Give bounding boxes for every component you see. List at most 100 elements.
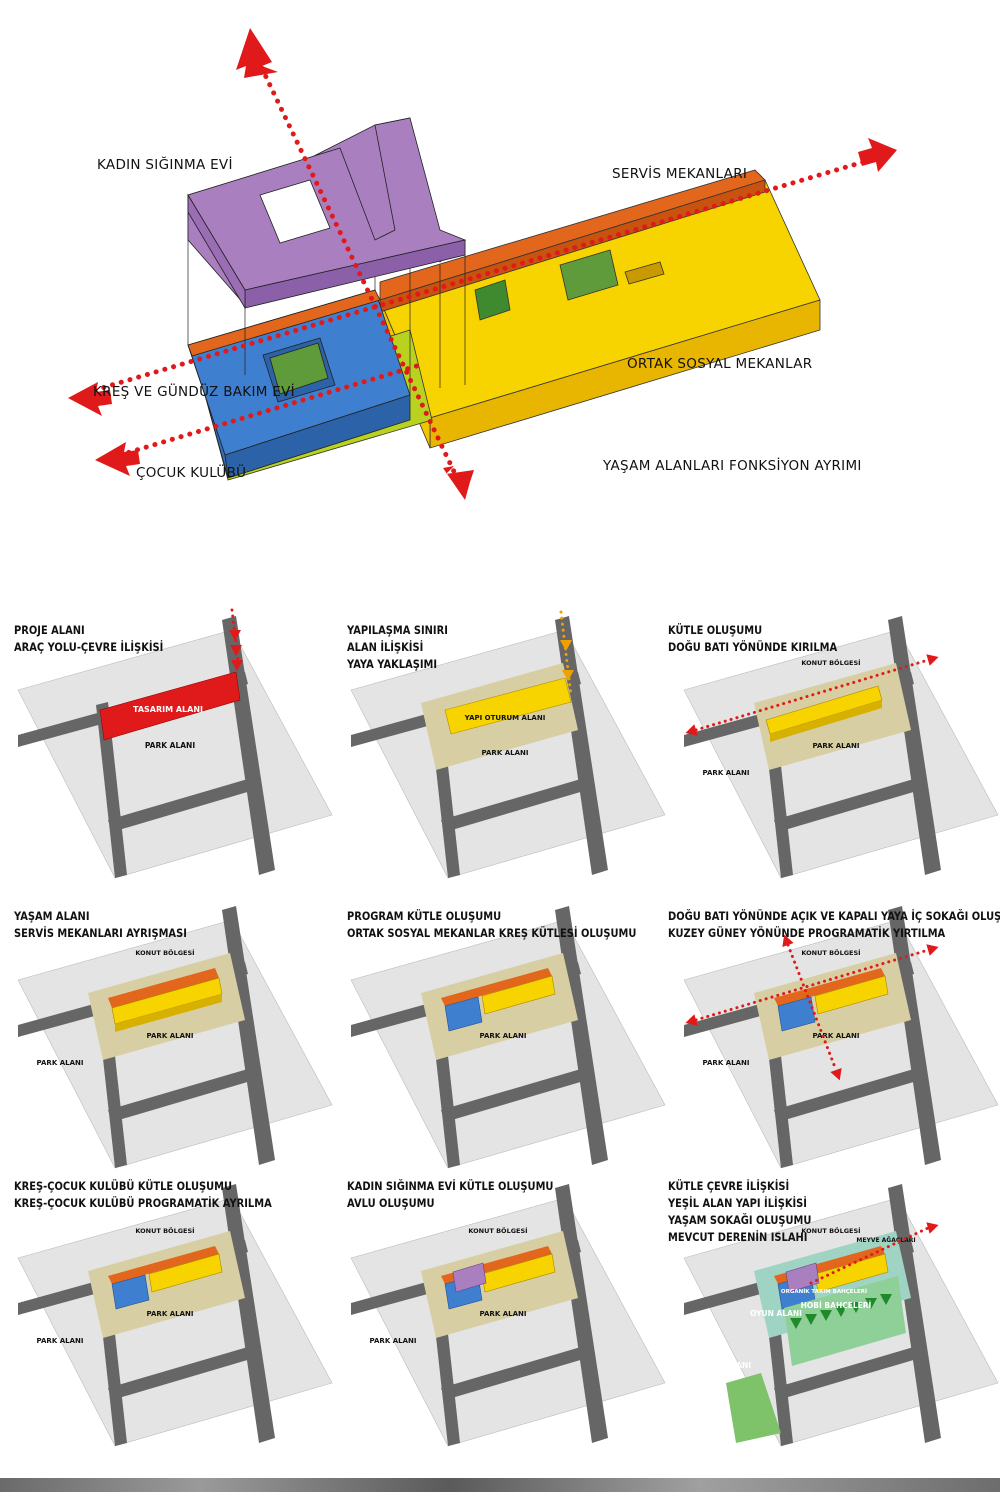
ortak-mass <box>481 1253 556 1293</box>
road-lower <box>441 1344 594 1400</box>
park-label: PARK ALANI <box>480 1032 527 1040</box>
north-south-axis <box>786 943 838 1072</box>
site-map: TASARIM ALANI PARK ALANI <box>17 608 333 879</box>
east-west-axis <box>694 948 930 1022</box>
panel-title-line: SERVİS MEKANLARI AYRIŞMASI <box>14 926 187 940</box>
panel-title-line: YAPILAŞMA SINIRI <box>347 623 448 637</box>
panel-title-line: KUZEY GÜNEY YÖNÜNDE PROGRAMATİK YIRTILMA <box>668 926 946 940</box>
pedestrian-arrow-icon <box>562 670 574 681</box>
park-label: PARK ALANI <box>813 1032 860 1040</box>
park-label-west: PARK ALANI <box>37 1059 84 1067</box>
tree-arrow-icon <box>835 1306 847 1317</box>
label-kres: KREŞ VE GÜNDÜZ BAKIM EVİ <box>93 384 295 400</box>
park-label-west: PARK ALANI <box>370 1337 417 1345</box>
panel-title-line: YEŞİL ALAN YAPI İLİŞKİSİ <box>668 1196 807 1210</box>
tree-arrow-icon <box>850 1302 862 1313</box>
hobi-label: HOBİ BAHÇELERİ <box>801 1301 872 1310</box>
panel-title-line: YAŞAM SOKAĞI OLUŞUMU <box>668 1213 812 1227</box>
service-strip <box>774 968 885 1006</box>
ortak-mass <box>481 975 556 1015</box>
footprint-label: YAPI OTURUM ALANI <box>464 714 546 722</box>
process-panel-1: TASARIM ALANI PARK ALANI PROJE ALANI ARAÇ Y… <box>0 600 334 880</box>
kadin-mass <box>785 1262 820 1293</box>
label-kadin: KADIN SIĞINMA EVİ <box>97 157 233 173</box>
park-label-west: PARK ALANI <box>37 1337 84 1345</box>
east-arrow-icon <box>926 1222 939 1234</box>
servis-mekanlari-strip <box>379 169 766 313</box>
tree-arrow-icon <box>805 1314 817 1325</box>
kres-mass <box>777 996 816 1032</box>
site-ground <box>17 919 333 1169</box>
east-west-axis <box>694 658 930 732</box>
kres-mass <box>111 1274 150 1310</box>
park-label: PARK ALANI <box>145 741 195 750</box>
service-strip <box>108 1246 219 1284</box>
road-vertical-east <box>222 906 275 1165</box>
road-vertical-east <box>555 1184 608 1443</box>
road-vertical-east <box>888 1184 941 1443</box>
panel-title-line: AVLU OLUŞUMU <box>347 1196 435 1210</box>
road-vertical-east <box>555 906 608 1165</box>
oyun-label: OYUN ALANI <box>750 1309 802 1318</box>
konut-label: KONUT BÖLGESİ <box>801 948 860 957</box>
panel-title-line: ARAÇ YOLU-ÇEVRE İLİŞKİSİ <box>14 640 164 654</box>
tree-arrow-icon <box>880 1294 892 1305</box>
kres-block <box>187 289 411 479</box>
south-arrow-icon <box>443 466 474 500</box>
park-label-west: PARK ALANI <box>703 769 750 777</box>
road-vertical-east <box>222 1184 275 1443</box>
arrow-heads <box>68 28 897 500</box>
panel-title: KÜTLE OLUŞUMU DOĞU BATI YÖNÜNDE KIRILMA <box>668 622 837 656</box>
west-arrow-icon-upper <box>68 382 112 416</box>
site-ground <box>17 629 333 879</box>
pedestrian-approach-line <box>559 610 573 697</box>
green-park-area <box>726 1373 781 1443</box>
park-label: PARK ALANI <box>813 742 860 750</box>
approach-arrow-icon <box>231 660 243 671</box>
footer-texture-strip <box>0 1478 1000 1492</box>
road-lower <box>441 776 594 832</box>
site-ground <box>350 1197 666 1447</box>
design-label: TASARIM ALANI <box>133 705 203 714</box>
park-label: PARK ALANI <box>480 1310 527 1318</box>
road-vertical-east <box>888 906 941 1165</box>
east-arrow-icon <box>858 138 897 172</box>
west-arrow-icon <box>685 724 698 736</box>
park-label: PARK ALANI <box>701 1361 751 1370</box>
approach-arrow-icon <box>230 645 242 656</box>
panel-title-line: YAYA YAKLAŞIMI <box>347 657 438 671</box>
site-ground <box>350 919 666 1169</box>
road-lower <box>108 776 261 832</box>
panel-title-line: DOĞU BATI YÖNÜNDE AÇIK VE KAPALI YAYA İÇ… <box>668 909 1000 923</box>
west-arrow-icon <box>685 1014 698 1026</box>
site-ground <box>683 919 999 1169</box>
site-map: PARK ALANI <box>350 906 666 1169</box>
panel-title-line: DOĞU BATI YÖNÜNDE KIRILMA <box>668 640 838 654</box>
south-arrow-icon <box>830 1067 842 1081</box>
road-vertical-east <box>555 616 608 875</box>
park-label: PARK ALANI <box>147 1032 194 1040</box>
living-mass-side <box>115 994 222 1032</box>
service-strip <box>108 968 219 1008</box>
pedestrian-arrow-icon <box>560 640 572 651</box>
panel-title-line: PROJE ALANI <box>14 623 85 637</box>
road-lower <box>441 1066 594 1122</box>
label-servis: SERVİS MEKANLARI <box>612 166 748 182</box>
road-lower <box>774 776 927 832</box>
panel-title-line: KÜTLE OLUŞUMU <box>668 623 763 637</box>
